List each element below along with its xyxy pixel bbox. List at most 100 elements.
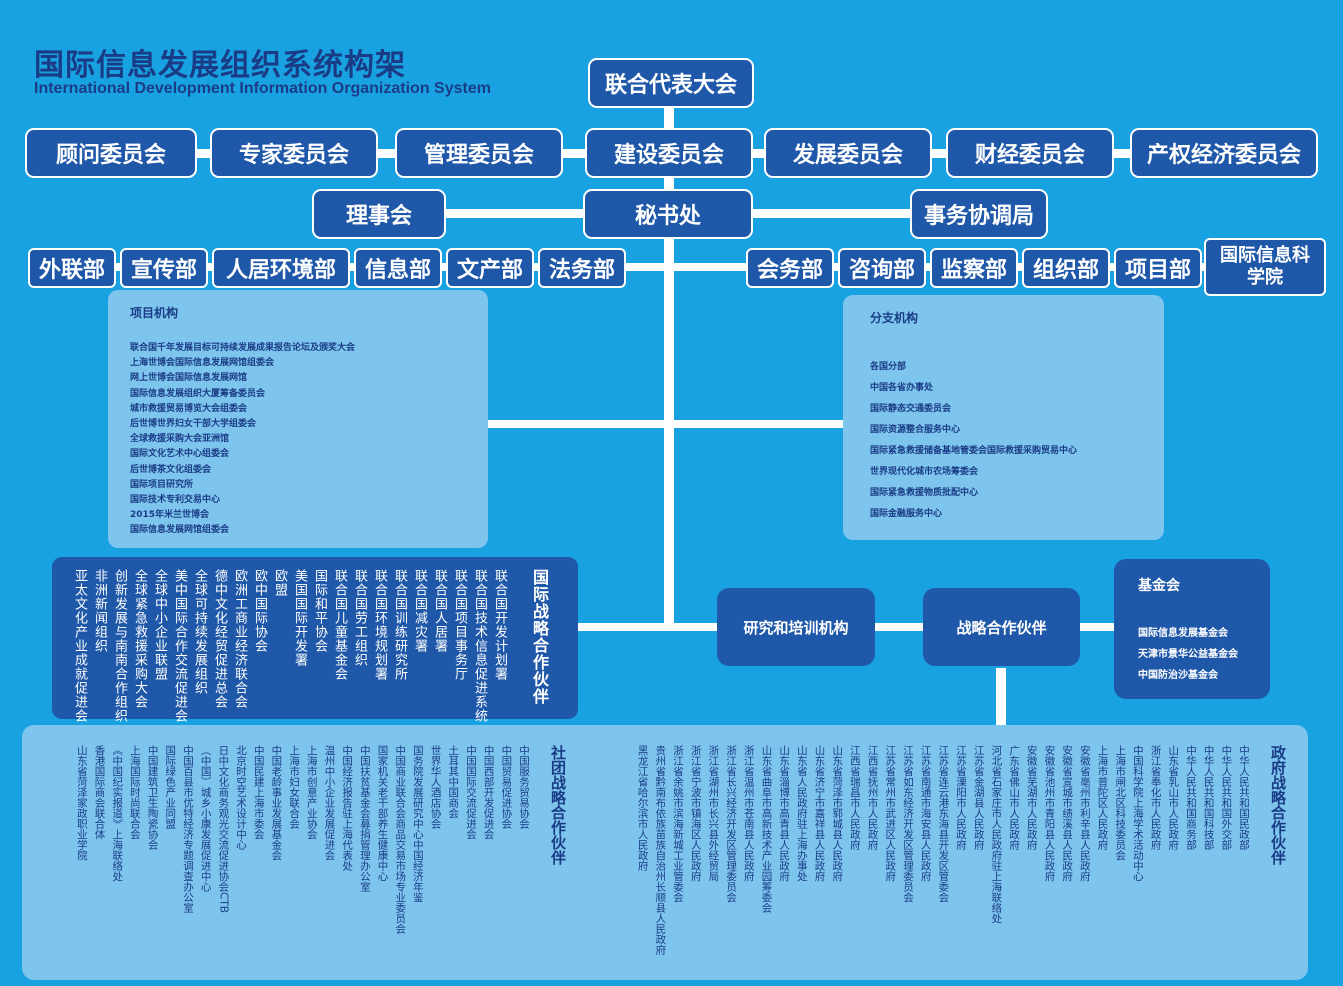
- research-training-box: 研究和培训机构: [717, 588, 875, 666]
- joint-congress-box: 联合代表大会: [588, 58, 754, 108]
- connector-trunk: [664, 100, 674, 610]
- list-item: 中国百县市优特经济专题调查办公室: [181, 745, 194, 913]
- project-orgs-list: 联合国千年发展目标可持续发展成果报告论坛及颁奖大会 上海世博会国际信息发展网馆组…: [130, 341, 355, 538]
- list-item: 《中国纪实报道》上海联络处: [111, 745, 124, 882]
- list-item: 江苏省南通市海安县人民政府: [919, 745, 932, 882]
- list-item: 中国老龄事业发展基金会: [270, 745, 283, 861]
- list-item: 中国防治沙基金会: [1138, 670, 1218, 681]
- list-item: 美中国际合作交流促进会: [172, 569, 187, 723]
- list-item: 浙江省宁波市镇海区人民政府: [689, 745, 702, 882]
- list-item: 国家机关老干部养生健康中心: [376, 745, 389, 882]
- list-item: 浙江省温州市苍南县人民政府: [742, 745, 755, 882]
- branch-orgs-title: 分支机构: [870, 311, 919, 325]
- list-item: 贵州省黔南布依族苗族自治州长顺县人民政府: [654, 745, 667, 955]
- list-item: 中国经济报告驻上海代表处: [341, 745, 354, 871]
- list-item: 国际项目研究所: [130, 479, 194, 490]
- dept-consulting: 咨询部: [838, 248, 926, 288]
- list-item: （中国）城乡小康发展促进中心: [199, 745, 212, 892]
- list-item: 联合国项目事务厅: [452, 569, 467, 681]
- list-item: 山东省淄博市高青县人民政府: [778, 745, 791, 882]
- list-item: 后世博世界妇女干部大学组委会: [130, 418, 257, 429]
- list-item: 河北省石家庄市人民政府驻上海联络处: [990, 745, 1003, 924]
- list-item: 全球可持续发展组织: [192, 569, 207, 695]
- list-item: 中国科学院上海学术活动中心: [1131, 745, 1144, 882]
- coordination-box: 事务协调局: [910, 189, 1048, 239]
- list-item: 创新发展与南南合作组织: [112, 569, 127, 723]
- list-item: 浙江省湖州市长兴县外经贸局: [707, 745, 720, 882]
- list-item: 世界华人酒店协会: [429, 745, 442, 829]
- list-item: 国际静态交通委员会: [870, 404, 952, 414]
- foundations-title: 基金会: [1138, 578, 1180, 594]
- list-item: 联合国技术信息促进系统: [472, 569, 487, 723]
- list-item: 上海国际时尚联合会: [128, 745, 141, 840]
- list-item: 后世博茶文化组委会: [130, 464, 212, 475]
- list-item: 中国西部开发促进会: [482, 745, 495, 840]
- list-item: 2015年米兰世博会: [130, 510, 210, 521]
- intl-partners-panel: 国际战略合作伙伴 联合国开发计划署 联合国技术信息促进系统 联合国项目事务厅 联…: [52, 557, 578, 723]
- list-item: 中国服务贸易协会: [518, 745, 530, 829]
- list-item: 国际绿色产业同盟: [164, 745, 177, 829]
- council-box: 理事会: [312, 189, 446, 239]
- list-item: 浙江省奉化市人民政府: [1149, 745, 1162, 850]
- list-item: 国际技术专利交易中心: [130, 494, 221, 505]
- list-item: 山东省菏泽家政职业学院: [75, 745, 88, 861]
- committee-management: 管理委员会: [395, 128, 563, 178]
- connector-intl: [575, 623, 675, 631]
- list-item: 山东省菏泽市郓城县人民政府: [831, 745, 844, 882]
- foundations-list: 国际信息发展基金会 天津市景华公益基金会 中国防治沙基金会: [1138, 623, 1238, 686]
- list-item: 上海市普陀区人民政府: [1096, 745, 1109, 850]
- list-item: 香港国际商会联合体: [93, 745, 106, 840]
- list-item: 上海市妇女联合会: [288, 745, 301, 829]
- list-item: 土耳其中国商会: [447, 745, 460, 819]
- list-item: 联合国减灾署: [412, 569, 427, 653]
- dept-publicity: 宣传部: [120, 248, 208, 288]
- list-item: 欧洲工商业经济联合会: [232, 569, 247, 709]
- list-item: 中华人民共和国商务部: [1184, 745, 1197, 850]
- list-item: 浙江省余姚市滨海新城工业管委会: [672, 745, 684, 903]
- list-item: 中国建筑卫生陶瓷协会: [146, 745, 159, 850]
- list-item: 上海市创意产业协会: [305, 745, 318, 840]
- committee-expert: 专家委员会: [210, 128, 378, 178]
- list-item: 欧盟: [272, 569, 287, 597]
- connector-right-panel: [670, 420, 845, 428]
- intl-partners-columns: 国际战略合作伙伴 联合国开发计划署 联合国技术信息促进系统 联合国项目事务厅 联…: [70, 569, 549, 723]
- list-item: 国际信息发展组织大厦筹备委员会: [130, 388, 266, 399]
- list-item: 全球紧急救援采购大会: [132, 569, 147, 709]
- list-item: 联合国训练研究所: [392, 569, 407, 681]
- gov-partners-title: 政府战略合作伙伴: [1269, 745, 1287, 865]
- gov-partners-columns: 政府战略合作伙伴 中华人民共和国民政部 中华人民共和国外交部 中华人民共和国科技…: [633, 745, 1287, 955]
- dept-cultural-industry: 文产部: [446, 248, 534, 288]
- list-item: 江西省抚州市人民政府: [866, 745, 879, 850]
- list-item: 上海市闸北区科技委员会: [1114, 745, 1127, 861]
- page-subtitle: International Development Information Or…: [34, 80, 491, 97]
- committee-property-economy: 产权经济委员会: [1130, 128, 1318, 178]
- list-item: 全球救援采购大会亚洲馆: [130, 434, 230, 445]
- committee-finance: 财经委员会: [946, 128, 1114, 178]
- list-item: 联合国千年发展目标可持续发展成果报告论坛及颁奖大会: [130, 343, 356, 353]
- strategic-partners-box: 战略合作伙伴: [923, 588, 1080, 666]
- list-item: 中国民建上海市委会: [252, 745, 265, 840]
- list-item: 国际信息发展网馆组委会: [130, 525, 230, 536]
- list-item: 中华人民共和国科技部: [1202, 745, 1215, 850]
- connector-bottom: [996, 668, 1006, 728]
- list-item: 联合国开发计划署: [492, 569, 507, 681]
- dept-information: 信息部: [354, 248, 442, 288]
- social-partners-columns: 社团战略合作伙伴 中国服务贸易协会 中国贸易促进协会 中国西部开发促进会 中国国…: [72, 745, 567, 934]
- list-item: 江苏省连云港东海县开发区管委会: [937, 745, 950, 903]
- list-item: 江苏省常州市武进区人民政府: [884, 745, 897, 882]
- list-item: 江苏省金湖县人民政府: [972, 745, 985, 850]
- connector-strategic: [870, 623, 930, 631]
- connector-dept-row: [40, 263, 1260, 271]
- list-item: 各国分部: [870, 362, 907, 372]
- list-item: 亚太文化产业成就促进会: [72, 569, 87, 723]
- list-item: 联合国儿童基金会: [332, 569, 347, 681]
- list-item: 国际金融服务中心: [870, 509, 943, 519]
- list-item: 德中文化经贸促进总会: [212, 569, 227, 709]
- list-item: 黑龙江省哈尔滨市人民政府: [636, 745, 649, 871]
- list-item: 中国商业联合会商品交易市场专业委员会: [394, 745, 407, 934]
- list-item: 美国国际开发署: [292, 569, 307, 667]
- dept-conference: 会务部: [746, 248, 834, 288]
- list-item: 山东省乳山市人民政府: [1167, 745, 1180, 850]
- list-item: 山东省人民政府驻上海办事处: [795, 745, 808, 882]
- project-orgs-title: 项目机构: [130, 306, 179, 320]
